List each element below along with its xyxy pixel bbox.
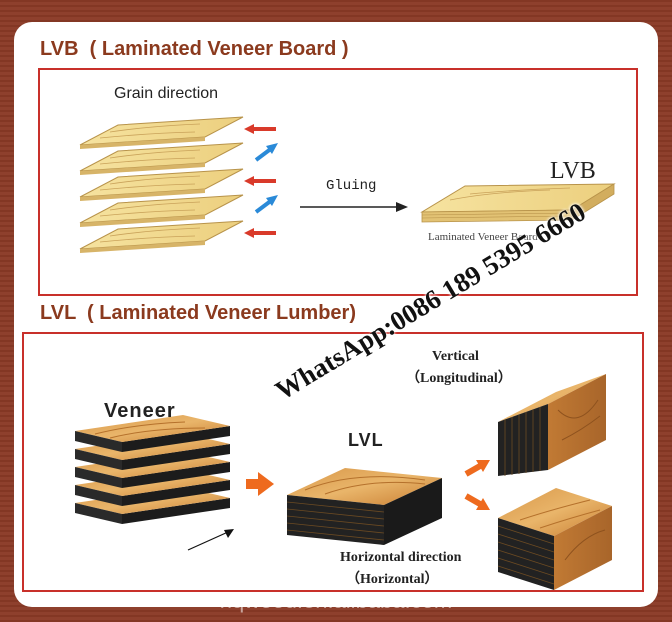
lvl-heading: LVL ( Laminated Veneer Lumber)	[40, 302, 356, 324]
grain-direction-label: Grain direction	[114, 85, 219, 102]
lvl-veneer-stack	[75, 415, 230, 524]
grain-arrows	[244, 124, 278, 238]
lvb-veneer-sheet	[79, 194, 244, 227]
lvb-veneer-sheet	[79, 142, 244, 175]
vertical-label: Vertical	[432, 349, 479, 364]
blue-arrow-icon	[254, 195, 278, 214]
horizontal-sub-label: （Horizontal）	[346, 572, 439, 587]
site-watermark: hqwood.en.alibaba.com	[219, 588, 453, 613]
horizontal-label: Horizontal direction	[340, 550, 462, 565]
orange-arrow-icon	[464, 493, 490, 510]
gluing-label: Gluing	[326, 178, 377, 194]
lvl-block	[286, 468, 442, 545]
lvb-panel	[38, 68, 638, 296]
lvb-veneer-sheet	[79, 168, 244, 201]
horizontal-beam	[497, 488, 612, 590]
veneer-label: Veneer	[104, 400, 176, 422]
vertical-sub-label: （Longitudinal）	[406, 371, 512, 386]
lvb-heading: LVB ( Laminated Veneer Board )	[40, 38, 349, 60]
lvb-product-label: LVB	[550, 158, 596, 184]
orange-arrow-icon	[464, 460, 490, 477]
lvb-veneer-sheet	[79, 116, 244, 149]
red-arrow-icon	[244, 124, 276, 134]
gluing-arrow-icon	[300, 202, 408, 212]
lvb-board	[420, 183, 616, 223]
orange-arrow-icon	[246, 472, 274, 496]
lvb-veneer-sheet	[79, 220, 244, 253]
grain-direction-arrow-icon	[187, 529, 234, 551]
red-arrow-icon	[244, 228, 276, 238]
vertical-beam	[498, 374, 606, 476]
red-arrow-icon	[244, 176, 276, 186]
lvb-veneer-stack	[79, 116, 244, 253]
blue-arrow-icon	[254, 143, 278, 162]
lvl-product-label: LVL	[348, 430, 384, 450]
lvb-product-caption: Laminated Veneer Board	[428, 231, 538, 243]
